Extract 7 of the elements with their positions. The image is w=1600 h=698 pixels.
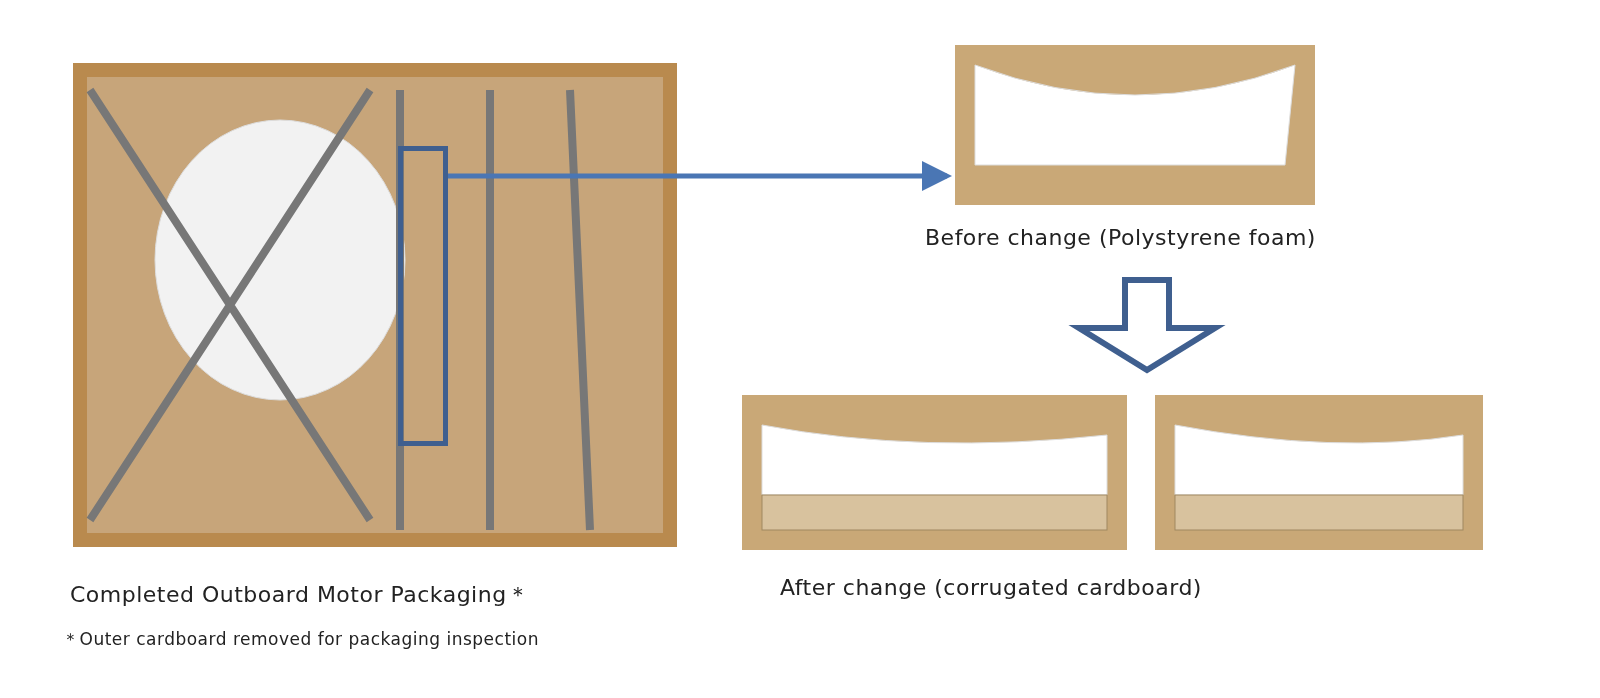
- arrow: [448, 161, 952, 191]
- photo-caption: After change (corrugated cardboard): [780, 575, 1202, 600]
- photo-caption: Before change (Polystyrene foam): [925, 225, 1316, 250]
- photo-caption: Completed Outboard Motor Packaging＊: [70, 581, 530, 609]
- arrow: [1068, 277, 1226, 374]
- footnote: ＊Outer cardboard removed for packaging inspection: [62, 628, 539, 651]
- highlight-frame: [398, 146, 448, 446]
